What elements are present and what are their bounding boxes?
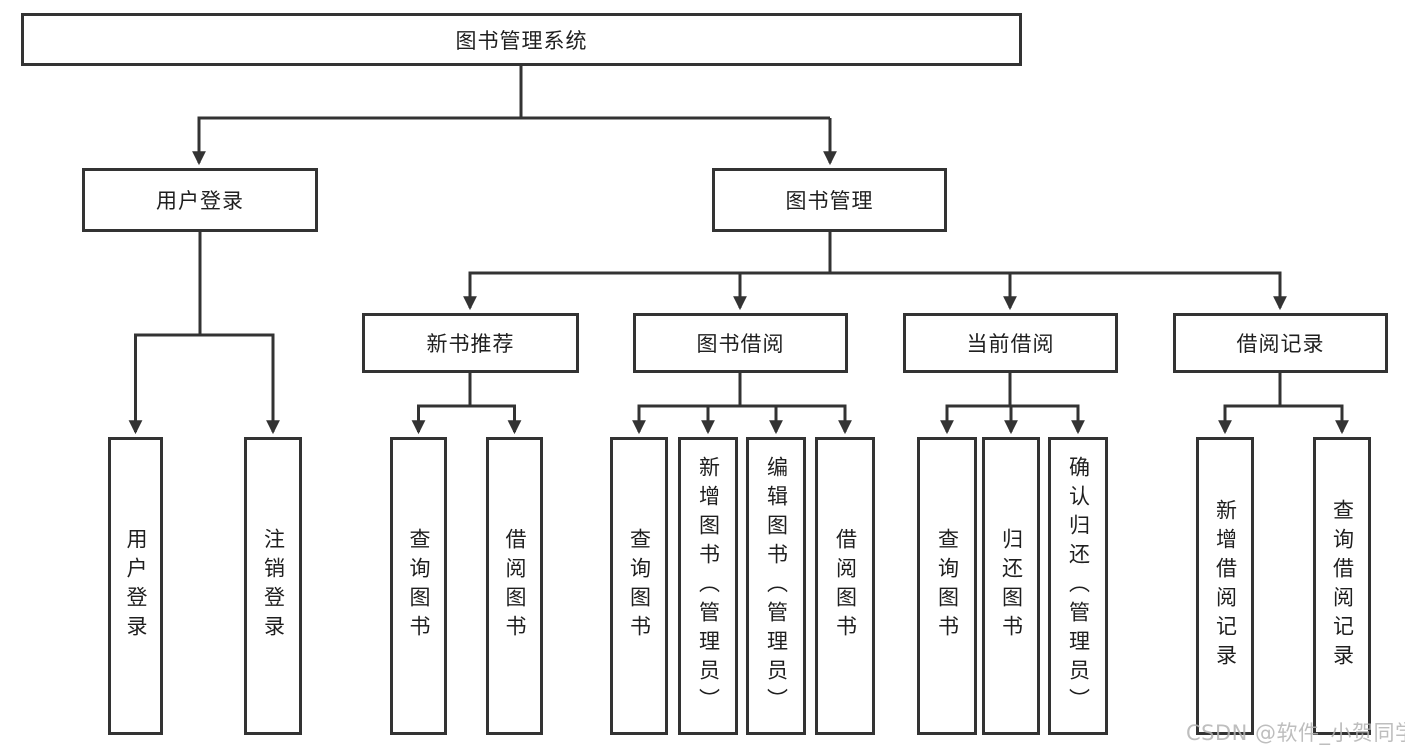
node-add-borrow-record: 新增借阅记录 <box>1196 437 1254 735</box>
node-borrow-books-borrowing: 借阅图书 <box>815 437 875 735</box>
node-label: 确认归还（管理员） <box>1066 455 1091 717</box>
node-label: 新增借阅记录 <box>1213 499 1238 673</box>
node-label: 查询借阅记录 <box>1330 499 1355 673</box>
node-label: 归还图书 <box>999 528 1024 644</box>
csdn-watermark: CSDN @软件_小贺同学 <box>1186 721 1405 745</box>
node-label: 新增图书（管理员） <box>696 455 721 717</box>
node-borrow-books-recommend: 借阅图书 <box>486 437 543 735</box>
node-label: 用户登录 <box>124 528 148 644</box>
node-label: 借阅记录 <box>1236 332 1325 356</box>
node-query-books-borrowing: 查询图书 <box>610 437 668 735</box>
node-new-book-recommendation: 新书推荐 <box>362 313 579 373</box>
node-label: 查询图书 <box>407 528 431 644</box>
node-label: 查询图书 <box>935 528 960 644</box>
node-label: 借阅图书 <box>503 528 527 644</box>
node-label: 查询图书 <box>627 528 652 644</box>
node-label: 新书推荐 <box>426 332 515 356</box>
node-label: 编辑图书（管理员） <box>764 455 789 717</box>
node-query-books-current: 查询图书 <box>917 437 977 735</box>
node-current-borrowing: 当前借阅 <box>903 313 1118 373</box>
node-confirm-return-admin: 确认归还（管理员） <box>1048 437 1108 735</box>
node-label: 注销登录 <box>261 528 286 644</box>
node-logout-leaf: 注销登录 <box>244 437 302 735</box>
node-label: 当前借阅 <box>966 332 1055 356</box>
node-user-login-leaf: 用户登录 <box>108 437 163 735</box>
node-label: 图书管理 <box>785 189 874 213</box>
node-user-login: 用户登录 <box>82 168 318 232</box>
node-label: 图书管理系统 <box>455 28 588 53</box>
node-edit-book-admin: 编辑图书（管理员） <box>746 437 806 735</box>
node-library-management-system: 图书管理系统 <box>21 13 1022 66</box>
node-book-borrowing: 图书借阅 <box>633 313 848 373</box>
node-add-book-admin: 新增图书（管理员） <box>678 437 738 735</box>
node-query-borrow-record: 查询借阅记录 <box>1313 437 1371 735</box>
node-label: 借阅图书 <box>833 528 858 644</box>
node-query-books-recommend: 查询图书 <box>390 437 447 735</box>
node-label: 图书借阅 <box>696 332 785 356</box>
node-return-books: 归还图书 <box>982 437 1040 735</box>
node-book-management: 图书管理 <box>712 168 947 232</box>
node-label: 用户登录 <box>156 189 244 213</box>
node-borrowing-records: 借阅记录 <box>1173 313 1388 373</box>
